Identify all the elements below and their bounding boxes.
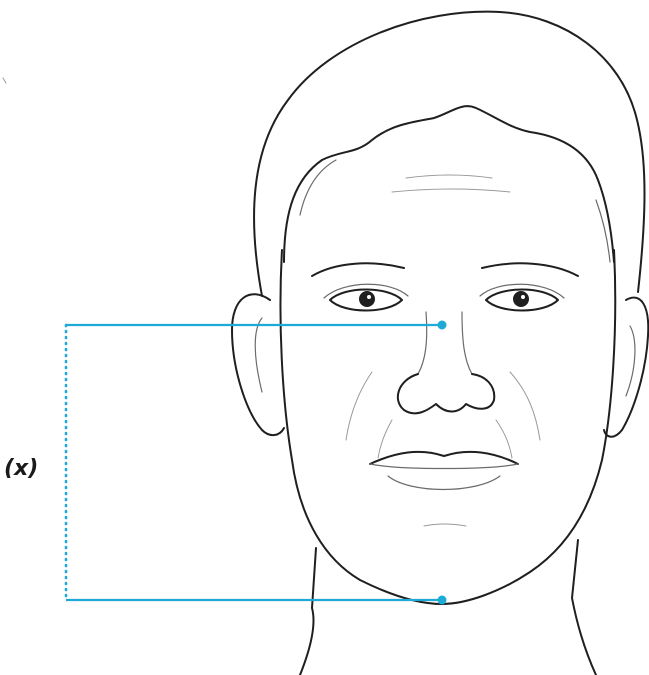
mouth	[370, 452, 518, 490]
face-outline	[280, 250, 615, 604]
nose	[398, 312, 494, 413]
chin-point	[438, 596, 447, 605]
stray-mark	[3, 78, 6, 83]
left-eye	[324, 284, 408, 310]
nose-bridge-point	[438, 321, 447, 330]
measurement-overlay: (x)	[4, 321, 447, 605]
right-eye	[480, 284, 564, 310]
neck	[300, 540, 596, 675]
chin-line	[424, 524, 466, 526]
eyebrows	[312, 263, 578, 276]
forehead-lines	[392, 175, 510, 192]
measurement-label: (x)	[4, 456, 38, 481]
cheek-lines	[346, 372, 540, 458]
hair	[254, 12, 644, 296]
ears	[232, 294, 648, 437]
